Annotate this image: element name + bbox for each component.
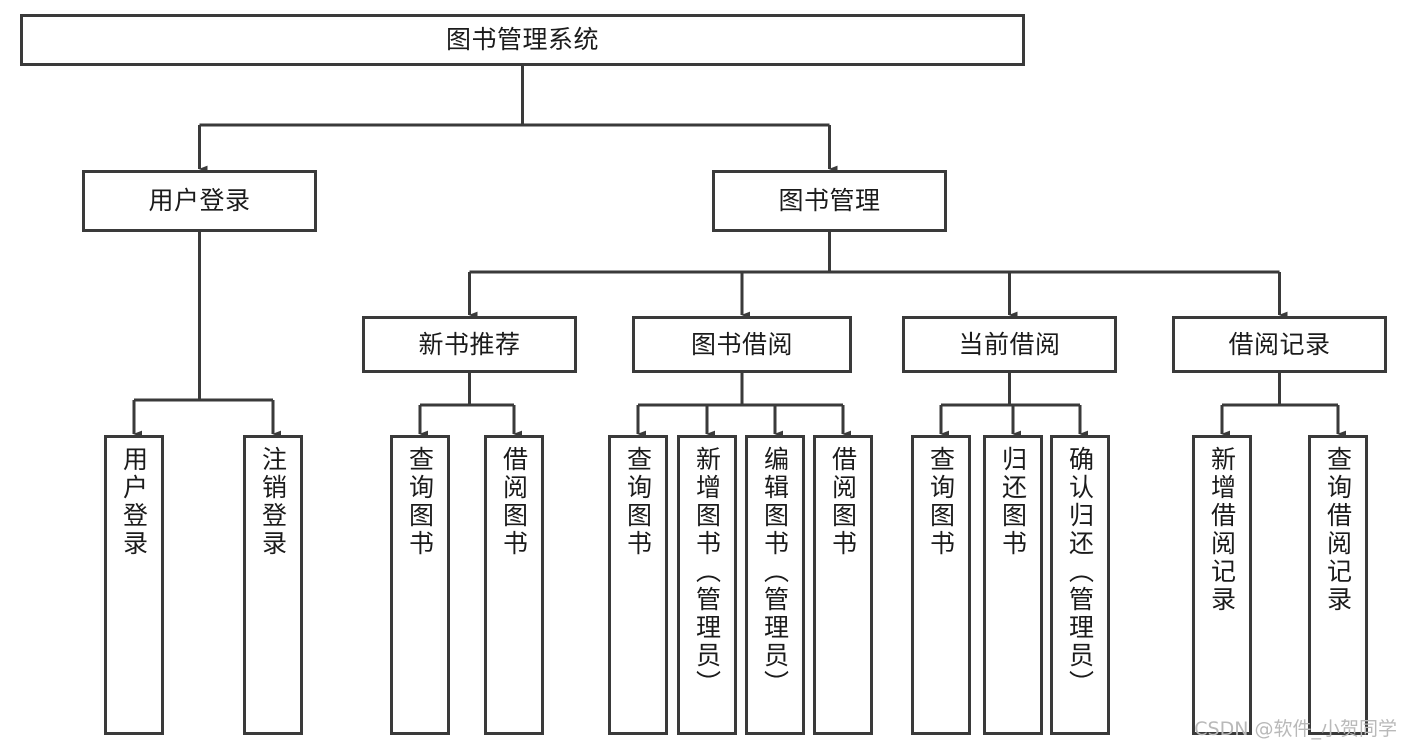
node-borrow-record[interactable]: 借阅记录	[1172, 316, 1387, 373]
node-leaf-query-record[interactable]: 查询借阅记录	[1308, 435, 1368, 735]
node-label-book-manage: 图书管理	[778, 186, 881, 215]
node-label-new-book-rec: 新书推荐	[418, 329, 521, 359]
node-current-borrow[interactable]: 当前借阅	[902, 316, 1117, 373]
node-label-leaf-confirm-return: 确认归还（管理员）	[1065, 446, 1095, 698]
node-user-login[interactable]: 用户登录	[82, 170, 317, 232]
node-leaf-user-login[interactable]: 用户登录	[104, 435, 164, 735]
node-label-root: 图书管理系统	[445, 25, 599, 54]
node-label-leaf-user-logout: 注销登录	[258, 446, 288, 558]
csdn-watermark: CSDN @软件_小贺同学	[1194, 718, 1397, 740]
node-leaf-add-book[interactable]: 新增图书（管理员）	[677, 435, 737, 735]
node-leaf-confirm-return[interactable]: 确认归还（管理员）	[1050, 435, 1110, 735]
node-leaf-user-logout[interactable]: 注销登录	[243, 435, 303, 735]
node-leaf-query-book-1[interactable]: 查询图书	[390, 435, 450, 735]
node-leaf-add-record[interactable]: 新增借阅记录	[1192, 435, 1252, 735]
edges-group	[132, 66, 1347, 438]
node-label-leaf-return-book: 归还图书	[998, 446, 1028, 558]
node-leaf-query-book-2[interactable]: 查询图书	[608, 435, 668, 735]
node-book-borrow[interactable]: 图书借阅	[632, 316, 852, 373]
node-label-user-login: 用户登录	[148, 186, 251, 215]
node-label-leaf-user-login: 用户登录	[119, 446, 149, 558]
node-label-leaf-add-book: 新增图书（管理员）	[692, 446, 722, 698]
node-label-leaf-query-book-2: 查询图书	[623, 446, 653, 558]
node-label-leaf-borrow-book-2: 借阅图书	[828, 446, 858, 558]
node-label-book-borrow: 图书借阅	[690, 329, 793, 359]
node-new-book-rec[interactable]: 新书推荐	[362, 316, 577, 373]
node-label-current-borrow: 当前借阅	[958, 329, 1061, 359]
node-label-leaf-borrow-book-1: 借阅图书	[499, 446, 529, 558]
node-book-manage[interactable]: 图书管理	[712, 170, 947, 232]
node-label-leaf-edit-book: 编辑图书（管理员）	[760, 446, 790, 698]
node-label-leaf-add-record: 新增借阅记录	[1207, 446, 1237, 614]
node-leaf-return-book[interactable]: 归还图书	[983, 435, 1043, 735]
node-leaf-borrow-book-1[interactable]: 借阅图书	[484, 435, 544, 735]
node-root[interactable]: 图书管理系统	[20, 14, 1025, 66]
node-label-leaf-query-record: 查询借阅记录	[1323, 446, 1353, 614]
node-label-borrow-record: 借阅记录	[1228, 329, 1331, 359]
node-label-leaf-query-book-3: 查询图书	[926, 446, 956, 558]
node-leaf-query-book-3[interactable]: 查询图书	[911, 435, 971, 735]
node-leaf-edit-book[interactable]: 编辑图书（管理员）	[745, 435, 805, 735]
node-leaf-borrow-book-2[interactable]: 借阅图书	[813, 435, 873, 735]
node-label-leaf-query-book-1: 查询图书	[405, 446, 435, 558]
